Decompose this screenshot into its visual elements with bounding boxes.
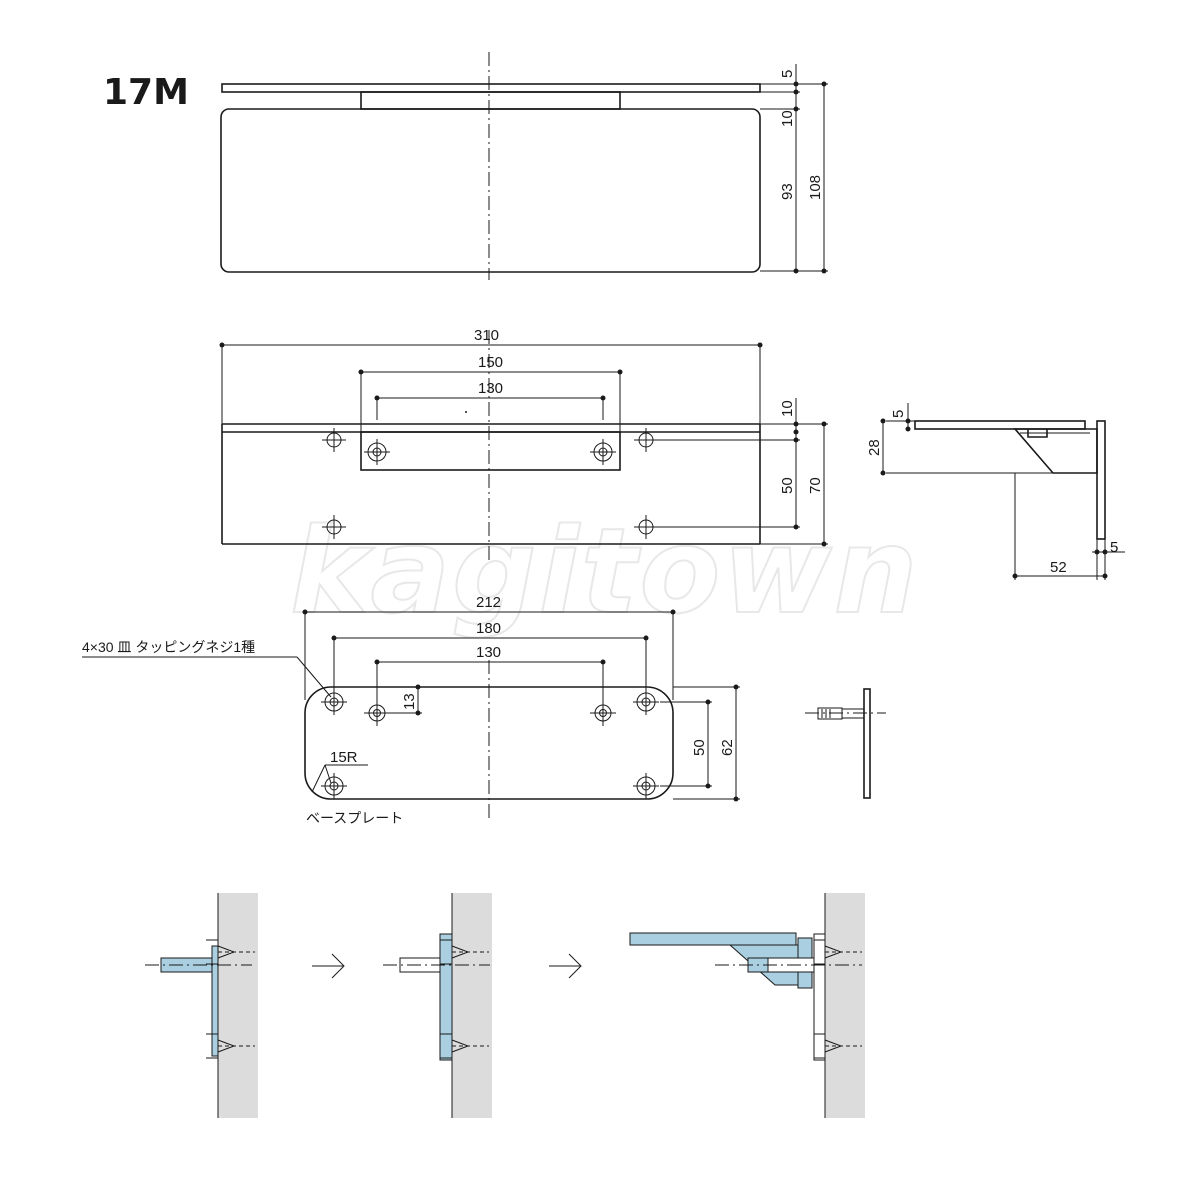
dim-base-hole-pitch: 50 bbox=[691, 739, 708, 756]
watermark: kagitown bbox=[290, 502, 920, 640]
dim-base-inner: 130 bbox=[476, 644, 501, 661]
dim-plan-width: 310 bbox=[474, 327, 499, 344]
dim-front-top-plate: 5 bbox=[779, 70, 796, 78]
base-plate-label: ベースプレート bbox=[306, 810, 403, 826]
radius-label: 15R bbox=[330, 749, 358, 766]
dim-plan-edge: 10 bbox=[779, 400, 796, 417]
dim-base-offset: 13 bbox=[401, 693, 418, 710]
wall bbox=[218, 893, 258, 1118]
screw-icon bbox=[590, 439, 616, 465]
arrow-right-icon bbox=[312, 953, 345, 979]
dim-front-gap: 10 bbox=[779, 110, 796, 127]
dim-plan-inner: 130 bbox=[478, 380, 503, 397]
screw-icon bbox=[321, 689, 347, 715]
screw-icon bbox=[364, 439, 390, 465]
dim-plan-depth: 70 bbox=[807, 477, 824, 494]
install-step-2 bbox=[383, 893, 492, 1118]
dim-plan-outer: 150 bbox=[478, 354, 503, 371]
dim-plan-hole-pitch: 50 bbox=[779, 477, 796, 494]
dim-base-outer: 180 bbox=[476, 620, 501, 637]
dim-side-wall-plate: 5 bbox=[1110, 539, 1118, 556]
front-view: 5 10 93 108 bbox=[220, 52, 828, 280]
screw-note: 4×30 皿 タッピングネジ1種 bbox=[82, 639, 255, 655]
base-plate-side-detail bbox=[805, 688, 886, 799]
dim-front-bracket: 93 bbox=[779, 183, 796, 200]
screw-icon bbox=[321, 773, 347, 799]
plan-view: 310 150 130 10 50 70 bbox=[219, 327, 828, 560]
wall bbox=[825, 893, 865, 1118]
model-title: 17M bbox=[103, 72, 189, 113]
screw-icon bbox=[633, 773, 659, 799]
dim-side-height: 28 bbox=[866, 439, 883, 456]
screw-icon bbox=[633, 689, 659, 715]
base-plate-view: 212 180 130 13 50 62 4×30 皿 タッピングネジ1種 15 bbox=[82, 594, 740, 826]
dim-base-width: 212 bbox=[476, 594, 501, 611]
dim-side-plate: 5 bbox=[890, 410, 907, 418]
wall bbox=[452, 893, 492, 1118]
side-view: 5 28 5 52 bbox=[866, 403, 1125, 580]
dim-side-depth: 52 bbox=[1050, 559, 1067, 576]
tapped-hole-icon bbox=[364, 700, 616, 726]
install-step-3 bbox=[629, 893, 865, 1118]
dim-front-total: 108 bbox=[807, 175, 824, 200]
install-step-1 bbox=[145, 893, 258, 1118]
dim-base-height: 62 bbox=[719, 739, 736, 756]
arrow-right-icon bbox=[549, 953, 582, 979]
